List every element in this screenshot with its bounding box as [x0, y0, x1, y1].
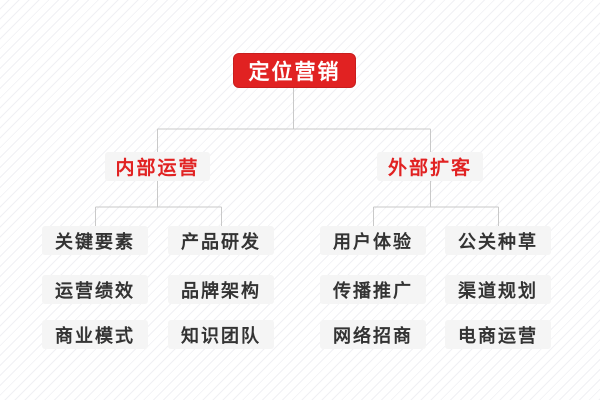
leaf-node: 电商运营: [445, 320, 551, 349]
branch-node-internal-operations: 内部运营: [105, 152, 210, 181]
leaf-node: 商业模式: [42, 320, 148, 349]
root-node: 定位营销: [233, 53, 356, 88]
leaf-node: 用户体验: [320, 226, 426, 255]
branch-node-external-expansion: 外部扩客: [377, 152, 483, 181]
leaf-node: 网络招商: [320, 320, 426, 349]
leaf-node: 公关种草: [445, 226, 551, 255]
leaf-node: 知识团队: [168, 320, 274, 349]
leaf-node: 传播推广: [320, 275, 426, 304]
leaf-node: 渠道规划: [445, 275, 551, 304]
leaf-node: 关键要素: [42, 226, 148, 255]
leaf-node: 运营绩效: [42, 275, 148, 304]
leaf-node: 产品研发: [168, 226, 274, 255]
leaf-node: 品牌架构: [168, 275, 274, 304]
